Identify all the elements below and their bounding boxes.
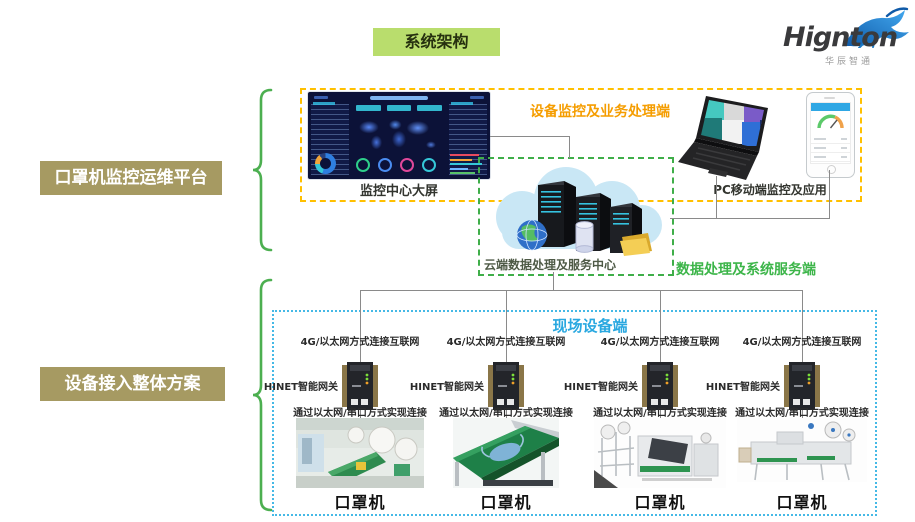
field-column-3: 4G/以太网方式连接互联网 HINET智能网关 通过以太网/串口方式实现连接: [564, 332, 735, 512]
database-icon: [575, 221, 594, 253]
serial-connection-label: 通过以太网/串口方式实现连接: [735, 408, 869, 419]
connector-line: [670, 218, 830, 219]
dashboard-header-widget: [314, 96, 328, 99]
label-platform: 口罩机监控运维平台: [40, 161, 222, 195]
page-title: 系统架构: [373, 28, 500, 56]
phone-icon: [806, 92, 855, 178]
server-icon: [538, 181, 576, 247]
gateway-label: HINET智能网关: [263, 382, 338, 393]
app-list-row: [811, 135, 850, 144]
mask-machine-photo: [737, 418, 867, 482]
app-header: [811, 103, 850, 111]
cloud-caption: 云端数据处理及服务中心: [484, 258, 617, 272]
field-zone-box: [272, 310, 877, 516]
connector-line: [569, 136, 570, 158]
machine-label: 口罩机: [776, 493, 828, 512]
field-column-4: 4G/以太网方式连接互联网 HINET智能网关 通过以太网/串口方式实现连接 口…: [706, 332, 877, 512]
gateway-label: HINET智能网关: [563, 382, 638, 393]
field-column-2: 4G/以太网方式连接互联网 HINET智能网关 通过以太网/串口方式实现连接 口…: [410, 332, 581, 512]
folder-icon: [620, 233, 652, 256]
data-service-zone-label: 数据处理及系统服务端: [676, 262, 816, 278]
connector-line: [553, 272, 554, 290]
logo-subtitle: 华辰智通: [825, 57, 874, 67]
dashboard-title-bar: [370, 96, 428, 100]
label-solution: 设备接入整体方案: [40, 367, 225, 401]
gateway-device-icon: [784, 362, 820, 410]
gateway-label: HINET智能网关: [409, 382, 484, 393]
globe-icon: [516, 219, 548, 251]
gateway-device-icon: [488, 362, 524, 410]
net-connection-label: 4G/以太网方式连接互联网: [300, 337, 420, 348]
connector-line: [802, 290, 803, 420]
app-list-row: [811, 144, 850, 153]
antelope-icon: [843, 7, 909, 48]
connector-line: [506, 290, 507, 420]
serial-connection-label: 通过以太网/串口方式实现连接: [439, 408, 573, 419]
dashboard-gauges: [356, 158, 444, 172]
field-zone-label: 现场设备端: [552, 317, 628, 335]
connector-line: [660, 290, 661, 420]
company-logo: Hignton 华辰智通: [745, 6, 913, 67]
phone-screen: [810, 102, 851, 164]
brace-solution: [252, 278, 273, 512]
connector-line: [360, 290, 803, 291]
logo-wordmark: Hignton: [783, 22, 898, 53]
phone-speaker: [824, 97, 835, 99]
connector-line: [490, 136, 570, 137]
dashboard-stat-numbers: [356, 105, 443, 113]
cloud-zone-box: [478, 157, 674, 276]
connector-line: [716, 176, 717, 218]
net-connection-label: 4G/以太网方式连接互联网: [600, 337, 720, 348]
world-map: [352, 116, 446, 156]
machine-label: 口罩机: [634, 493, 686, 512]
serial-connection-label: 通过以太网/串口方式实现连接: [593, 408, 727, 419]
dashboard-header-widget: [470, 96, 484, 99]
dashboard-donut-chart: [315, 153, 336, 174]
connector-line: [360, 290, 361, 420]
machine-label: 口罩机: [480, 493, 532, 512]
machine-label: 口罩机: [334, 493, 386, 512]
brace-platform: [252, 88, 273, 252]
mask-machine-photo: [296, 418, 424, 488]
monitor-zone-label: 设备监控及业务处理端: [530, 104, 670, 120]
dashboard-caption: 监控中心大屏: [359, 184, 438, 199]
net-connection-label: 4G/以太网方式连接互联网: [446, 337, 566, 348]
mask-machine-photo: [453, 418, 559, 488]
serial-connection-label: 通过以太网/串口方式实现连接: [293, 408, 427, 419]
gateway-device-icon: [642, 362, 678, 410]
phone-home-button: [826, 165, 836, 174]
field-column-1: 4G/以太网方式连接互联网 HINET智能网关 通过以太网/串口方式实现连接 口…: [264, 332, 435, 512]
pc-mobile-caption: PC移动端监控及应用: [713, 183, 827, 197]
dashboard-screen: [308, 92, 490, 179]
cloud-servers-illustration: [496, 167, 662, 256]
laptop-icon: [678, 96, 768, 180]
app-list-row: [811, 153, 850, 162]
mask-machine-photo: [594, 418, 726, 488]
app-gauge-chart: [817, 114, 844, 129]
gateway-label: HINET智能网关: [705, 382, 780, 393]
connector-line: [829, 170, 830, 218]
net-connection-label: 4G/以太网方式连接互联网: [742, 337, 862, 348]
dashboard-bar-chart: [450, 154, 486, 174]
gateway-device-icon: [342, 362, 378, 410]
